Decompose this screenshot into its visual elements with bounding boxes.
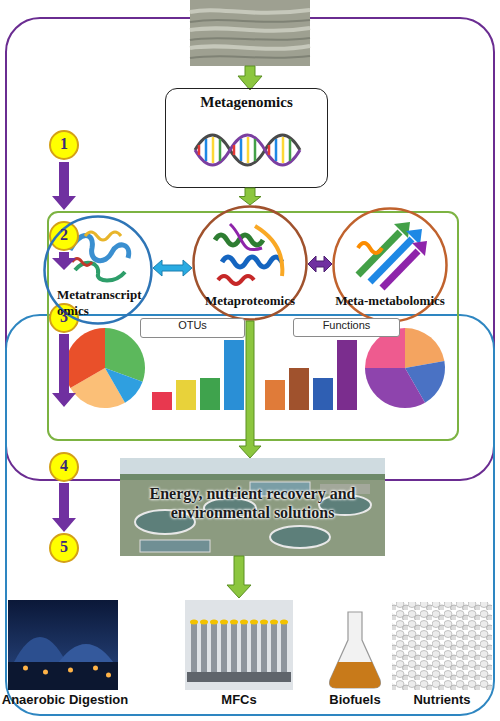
product-tile: MFCs: [183, 598, 295, 713]
dna-rung: [220, 139, 290, 161]
callout-number: 1: [50, 135, 78, 153]
photo-ground: [8, 662, 118, 690]
beta-sheet: [382, 251, 418, 288]
bar: [152, 392, 172, 410]
bar: [337, 340, 357, 410]
water-photo: [190, 0, 310, 66]
basin: [140, 540, 210, 552]
bar: [265, 380, 285, 410]
water-ripple: [190, 10, 310, 49]
flow-arrow: [239, 188, 261, 205]
blue-frame: [6, 315, 494, 715]
pie-slice: [105, 368, 143, 403]
node-label: OTUs: [141, 319, 244, 331]
digester-dome: [14, 637, 66, 662]
application-panel: Energy, nutrient recovery and environmen…: [120, 458, 385, 556]
callout-disc: [50, 131, 78, 159]
pie-slice: [365, 368, 425, 408]
callout-number: 3: [50, 308, 78, 326]
node-label: Anaerobic Digestion: [0, 692, 135, 707]
product-tile: Biofuels: [318, 598, 392, 713]
protein-loop: [255, 226, 282, 276]
node-label: Meta-metabolomics: [318, 293, 462, 309]
flask: [330, 612, 381, 688]
bar: [224, 340, 244, 410]
stage-arrow: [52, 162, 76, 210]
dna-strand: [195, 135, 300, 165]
dna-rung: [213, 137, 283, 163]
flow-arrow: [308, 256, 332, 272]
beta-sheet-head: [394, 222, 410, 238]
callout-number: 2: [50, 226, 78, 244]
callout-disc: [50, 222, 78, 250]
node-label: MFCs: [173, 692, 305, 707]
callout-number: 5: [50, 538, 78, 556]
stage-arrow: [52, 252, 76, 270]
omics-circle: Metatranscript omics: [43, 215, 153, 325]
bar: [289, 368, 309, 410]
dna-rung: [206, 139, 276, 161]
flow-arrow: [227, 556, 251, 598]
mfc-base: [187, 672, 291, 682]
mfc-photo: [185, 600, 293, 690]
bar: [200, 378, 220, 410]
rna-coil: [72, 259, 92, 266]
photo-sky: [120, 458, 385, 474]
node-label: Functions: [294, 319, 399, 331]
bar: [176, 380, 196, 410]
rna-coil: [85, 232, 121, 240]
flask-liquid: [330, 662, 381, 688]
water-ripple: [190, 20, 310, 58]
stage-arrow: [52, 483, 76, 532]
pie-slice: [405, 328, 444, 368]
purple-frame: [6, 18, 494, 480]
node-label: Biofuels: [308, 692, 402, 707]
chart-title-box: Functions: [293, 318, 400, 337]
node-label: Metaproteomics: [178, 293, 322, 309]
flow-arrow: [239, 321, 261, 458]
nutrient-pellets: [392, 602, 492, 690]
product-tile: Anaerobic Digestion: [5, 598, 125, 713]
photo-trees: [120, 474, 385, 480]
pie-slice: [65, 328, 105, 388]
dna-rung: [199, 145, 269, 155]
protein-helix: [222, 257, 282, 267]
flow-arrow: [238, 66, 262, 90]
dna-strand: [195, 135, 300, 165]
node-label: Metatranscript omics: [57, 287, 157, 319]
protein-helix: [358, 243, 382, 253]
site-lights: [23, 666, 111, 678]
plant-photo: [120, 458, 385, 556]
callout-disc: [50, 453, 78, 481]
method-box: Metagenomics: [165, 88, 328, 188]
omics-circle: Metaproteomics: [192, 205, 308, 321]
green-frame: [48, 212, 458, 440]
chart-title-box: OTUs: [140, 318, 245, 338]
beta-sheet-head: [412, 241, 427, 256]
rna-ribbon: [75, 263, 125, 281]
stage-arrow: [52, 334, 76, 407]
callout-disc: [50, 534, 78, 562]
node-label: Energy, nutrient recovery and environmen…: [132, 484, 373, 522]
digester-photo: [8, 600, 118, 690]
flow-arrow: [153, 260, 192, 276]
protein-helix: [218, 276, 254, 284]
callout-number: 4: [50, 457, 78, 475]
clarifier-tank: [270, 526, 330, 548]
electrode-rods: [191, 622, 287, 676]
flask-photo: [325, 605, 385, 690]
protein-loop: [230, 224, 262, 250]
node-label: Metagenomics: [166, 94, 327, 111]
product-tile: Nutrients: [390, 598, 494, 713]
electrode-caps: [190, 620, 288, 625]
omics-circle: Meta-metabolomics: [332, 207, 448, 323]
bar: [313, 378, 333, 410]
node-label: Nutrients: [380, 692, 500, 707]
